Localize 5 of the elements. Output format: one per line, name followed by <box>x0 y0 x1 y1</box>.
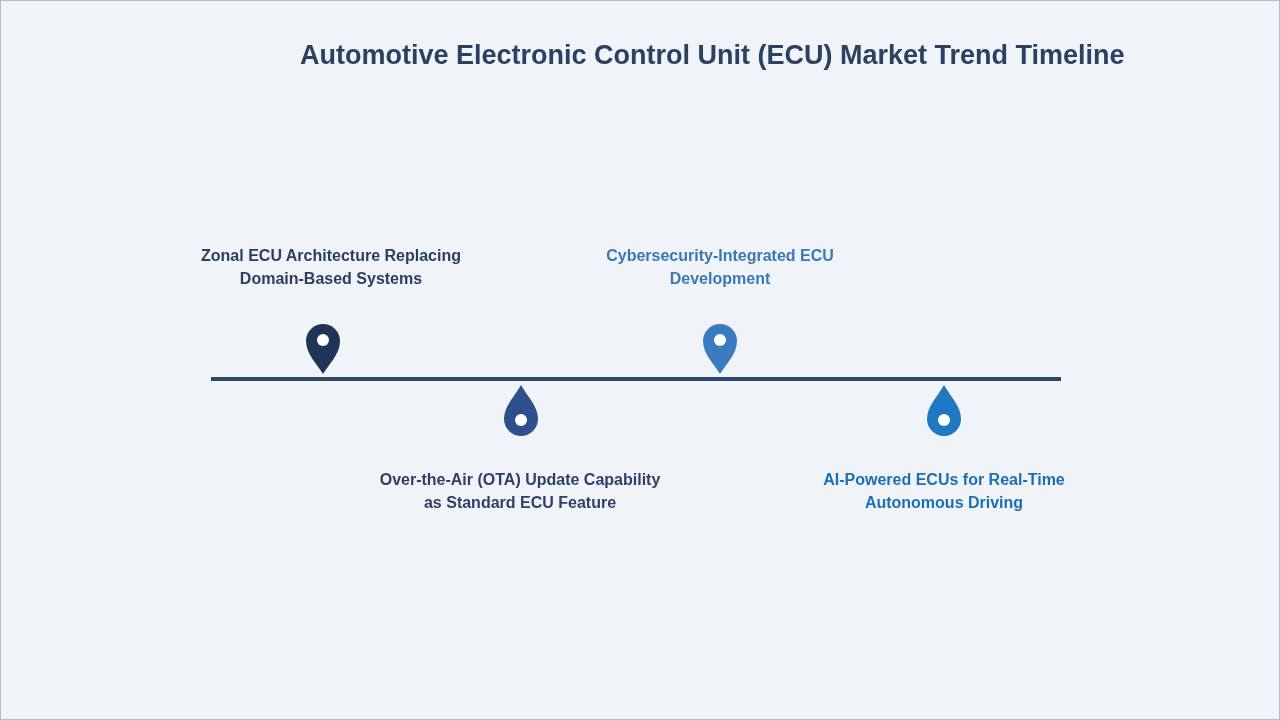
chart-title: Automotive Electronic Control Unit (ECU) Market Trend Timeline <box>300 40 1125 71</box>
milestone-text: AI-Powered ECUs for Real-Time Autonomous Driving <box>822 470 1066 513</box>
milestone-text: Cybersecurity-Integrated ECU Development <box>605 246 835 289</box>
milestone-text: Over-the-Air (OTA) Update Capability as Standard ECU Feature <box>378 470 662 513</box>
milestone-text: Zonal ECU Architecture Replacing Domain-Based Systems <box>200 246 462 289</box>
